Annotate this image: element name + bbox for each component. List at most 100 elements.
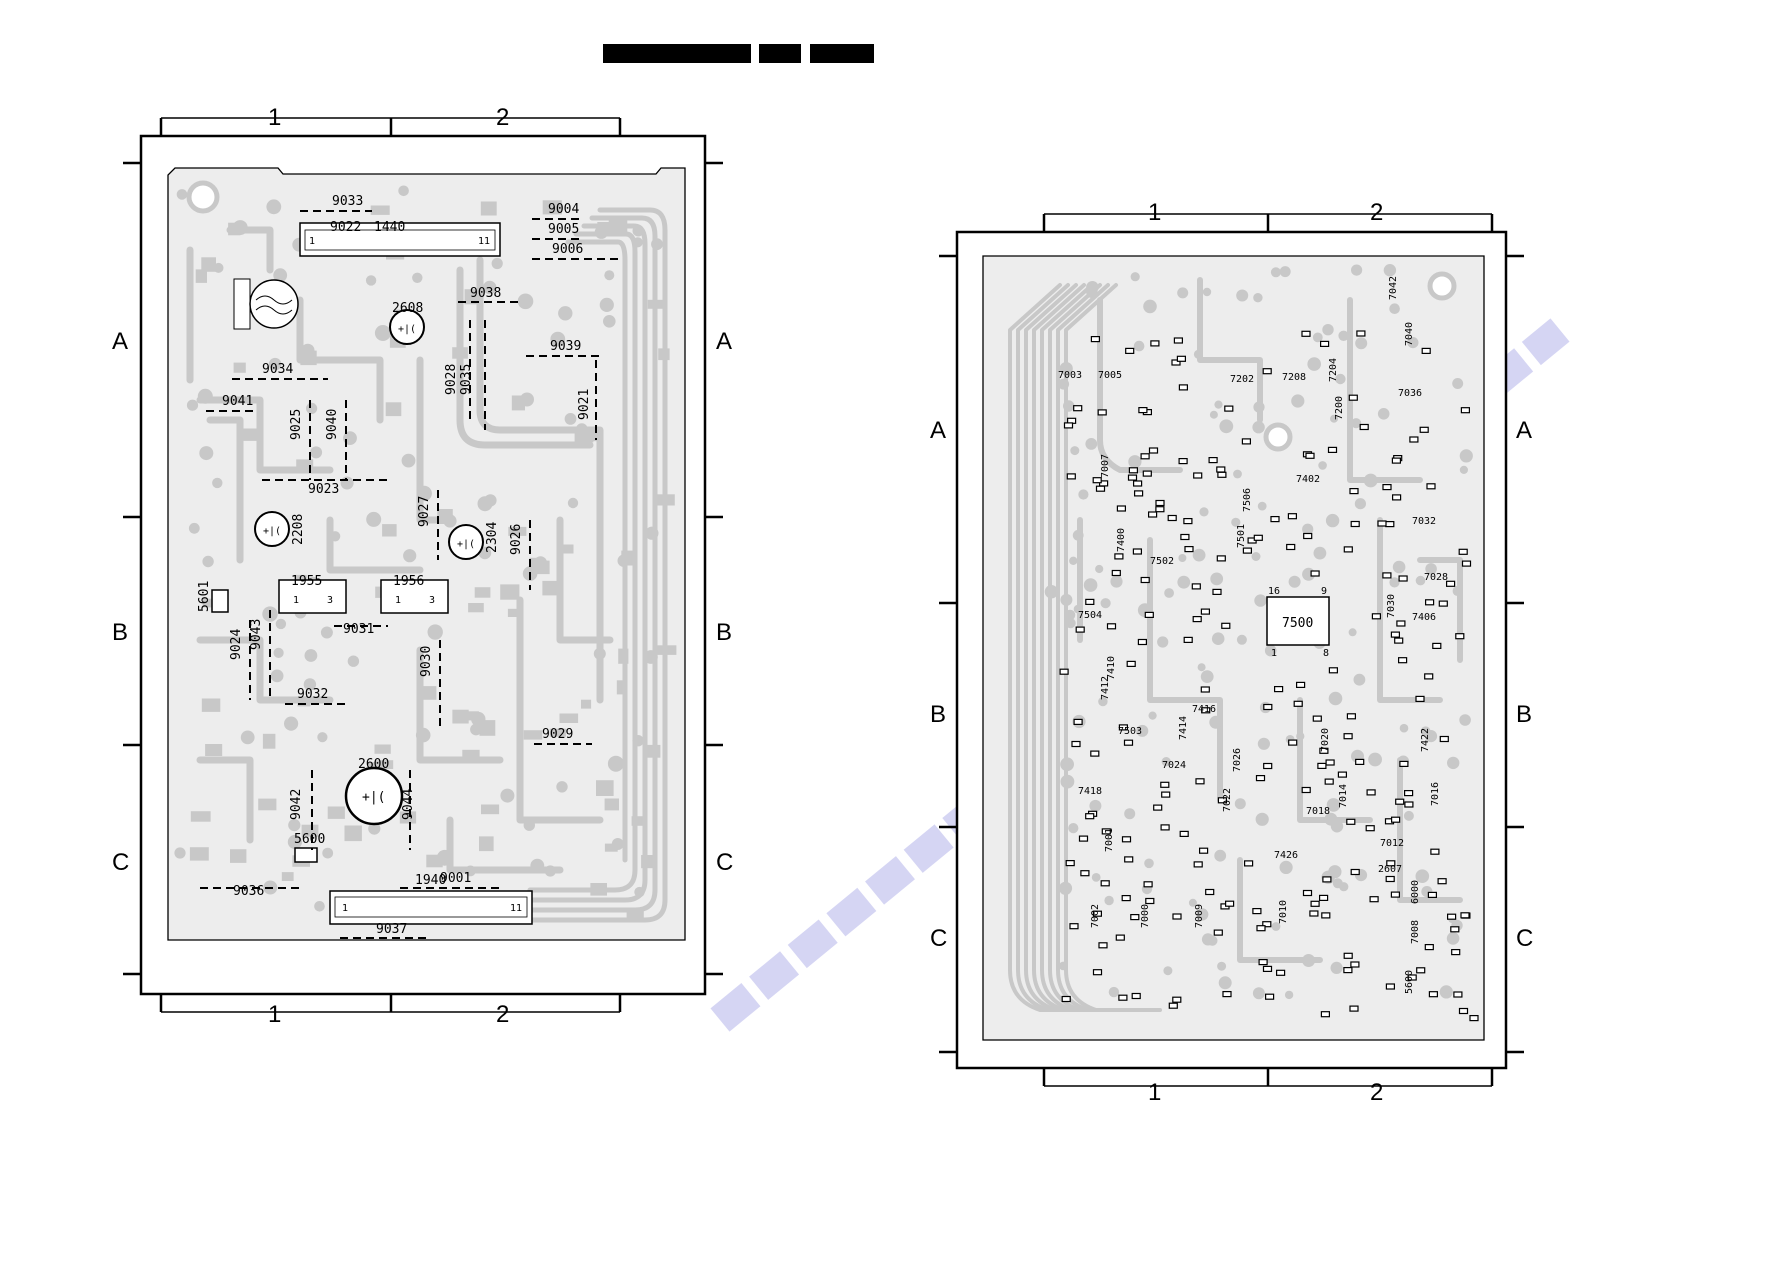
smd-resistor (1131, 992, 1141, 1000)
left-pad (284, 716, 299, 731)
smd-resistor (1253, 534, 1263, 541)
right-grid-col-2-bottom: 2 (1370, 1079, 1383, 1106)
right-pad (1377, 408, 1390, 420)
right-component-label: 7502 (1150, 556, 1174, 567)
smd-resistor (1263, 703, 1273, 711)
left-pad (416, 485, 432, 502)
left-trace (196, 636, 334, 704)
smd-resistor (1458, 1007, 1469, 1015)
right-pad (1271, 922, 1281, 931)
left-pad (241, 428, 262, 441)
smd-resistor (1409, 436, 1419, 443)
smd-resistor (1288, 739, 1298, 746)
left-pad (483, 280, 497, 295)
left-pad (273, 647, 284, 659)
smd-resistor (1302, 889, 1313, 897)
right-component-label: 7028 (1424, 572, 1448, 583)
left-pad (297, 696, 311, 707)
right-pad (1447, 756, 1460, 770)
smd-resistor (1140, 576, 1150, 584)
right-pad (1069, 556, 1078, 565)
smd-resistor (1461, 560, 1472, 567)
right-grid-row-b-left: B (930, 701, 946, 728)
smd-resistor (1216, 555, 1226, 562)
smd-resistor (1293, 700, 1303, 707)
smd-resistor (1073, 405, 1083, 412)
right-pad (1059, 362, 1073, 376)
right-pad (1143, 299, 1157, 314)
right-pad (1459, 449, 1473, 463)
smd-resistor (1138, 407, 1148, 414)
left-pad (517, 293, 534, 310)
smd-resistor (1101, 828, 1111, 835)
left-pad (556, 781, 568, 793)
smd-resistor (1407, 974, 1417, 981)
left-pad (480, 201, 497, 216)
smd-resistor (1126, 660, 1136, 668)
left-pad (322, 847, 334, 859)
right-pad (1415, 575, 1426, 586)
smd-resistor (1309, 910, 1319, 917)
left-grid-col-1-bottom: 1 (268, 1001, 281, 1028)
right-pad (1257, 737, 1270, 750)
left-pad (508, 526, 527, 536)
philips-logo (233, 278, 299, 330)
smd-resistor (1343, 952, 1353, 959)
right-trace (1040, 283, 1130, 1012)
left-pad (468, 603, 484, 613)
smd-resistor (1172, 996, 1182, 1003)
right-pad (1060, 774, 1075, 789)
smd-resistor (1092, 477, 1102, 484)
smd-resistor (1343, 966, 1353, 974)
right-component-label: 7012 (1380, 838, 1404, 849)
left-pad (186, 399, 199, 411)
right-component-label: 7040 (1404, 322, 1415, 346)
left-pad (368, 822, 381, 835)
left-pad (199, 446, 214, 461)
left-component-label: 1956 (393, 574, 424, 589)
smd-resistor (1198, 847, 1209, 854)
smd-resistor (1242, 547, 1253, 554)
left-component-label: 5601 (197, 581, 212, 612)
smd-resistor (1132, 480, 1143, 487)
left-pad (479, 720, 496, 736)
smd-resistor (1193, 472, 1203, 479)
smd-resistor (1142, 470, 1152, 477)
right-pad (1200, 670, 1214, 683)
left-pad (507, 608, 521, 617)
left-pad (596, 780, 614, 796)
smd-resistor (1424, 599, 1435, 606)
smd-resistor (1322, 876, 1332, 883)
smd-resistor (1066, 473, 1076, 480)
smd-resistor (1390, 891, 1401, 898)
right-pad (1407, 337, 1419, 349)
header-bar-3 (810, 44, 874, 63)
connector-1440-pin-first: 1 (309, 236, 315, 247)
smd-resistor (1256, 925, 1266, 932)
left-pad (464, 289, 484, 305)
right-component-label: 7200 (1334, 396, 1345, 420)
left-pad (347, 655, 360, 667)
smd-resistor (1195, 778, 1205, 785)
right-component-label: 7503 (1118, 726, 1142, 737)
smd-resistor (1325, 759, 1335, 766)
left-component-label: 9029 (542, 727, 573, 742)
right-pad (1255, 812, 1269, 826)
smd-resistor (1200, 608, 1211, 615)
smd-resistor (1145, 897, 1155, 905)
smd-resistor (1148, 447, 1159, 454)
right-pad (1136, 724, 1149, 737)
smd-resistor (1469, 1014, 1479, 1022)
left-trace (416, 356, 444, 524)
smd-resistor (1121, 894, 1131, 902)
right-component-label: 7208 (1282, 372, 1306, 383)
right-trace (1008, 283, 1162, 1012)
left-trace (196, 756, 254, 844)
right-pad (1389, 577, 1400, 588)
left-pad (176, 189, 188, 200)
right-component-label: 7018 (1306, 806, 1330, 817)
left-trace (516, 596, 604, 824)
left-pad (593, 647, 606, 660)
left-component-label: 9021 (577, 389, 592, 420)
smd-resistor (1092, 969, 1103, 976)
